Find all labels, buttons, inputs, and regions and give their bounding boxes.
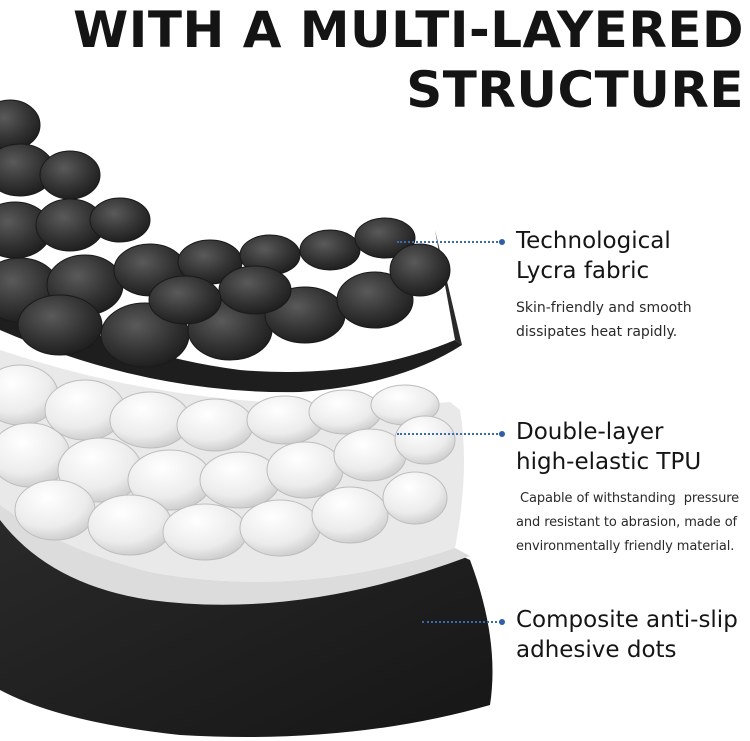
leader-line-fabric <box>397 241 501 243</box>
base-layer <box>0 480 493 737</box>
leader-line-tpu <box>397 433 501 435</box>
leader-dot-fabric <box>499 239 505 245</box>
feature-lycra-fabric: Technological Lycra fabric Skin-friendly… <box>516 226 692 344</box>
feature-title: Composite anti-slip adhesive dots <box>516 605 738 665</box>
feature-title-line: Technological <box>516 228 671 254</box>
feature-desc-line: environmentally friendly material. <box>516 539 735 554</box>
headline-line-1: WITH A MULTI-LAYERED <box>73 1 744 59</box>
feature-desc-line: dissipates heat rapidly. <box>516 324 678 340</box>
feature-desc-line: and resistant to abrasion, made of <box>516 515 738 530</box>
feature-description: Skin-friendly and smooth dissipates heat… <box>516 296 692 344</box>
cushion-layers-illustration <box>0 99 493 737</box>
feature-title-line: high-elastic TPU <box>516 449 702 475</box>
feature-description: Capable of withstanding pressure and res… <box>516 487 739 559</box>
feature-title-line: Composite anti-slip <box>516 607 738 633</box>
feature-anti-slip: Composite anti-slip adhesive dots <box>516 605 738 665</box>
leader-dot-tpu <box>499 431 505 437</box>
feature-title-line: adhesive dots <box>516 637 677 663</box>
feature-desc-line: Skin-friendly and smooth <box>516 300 692 316</box>
headline-line-2: STRUCTURE <box>406 61 744 119</box>
feature-desc-line: Capable of withstanding pressure <box>516 491 740 506</box>
fabric-layer <box>0 99 462 393</box>
feature-title: Technological Lycra fabric <box>516 226 692 286</box>
feature-title-line: Lycra fabric <box>516 258 650 284</box>
leader-line-base <box>422 621 501 623</box>
page-headline: WITH A MULTI-LAYERED STRUCTURE <box>73 0 744 120</box>
tpu-layer <box>0 350 464 582</box>
feature-title: Double-layer high-elastic TPU <box>516 417 739 477</box>
feature-title-line: Double-layer <box>516 419 664 445</box>
leader-dot-base <box>499 619 505 625</box>
feature-tpu: Double-layer high-elastic TPU Capable of… <box>516 417 739 559</box>
